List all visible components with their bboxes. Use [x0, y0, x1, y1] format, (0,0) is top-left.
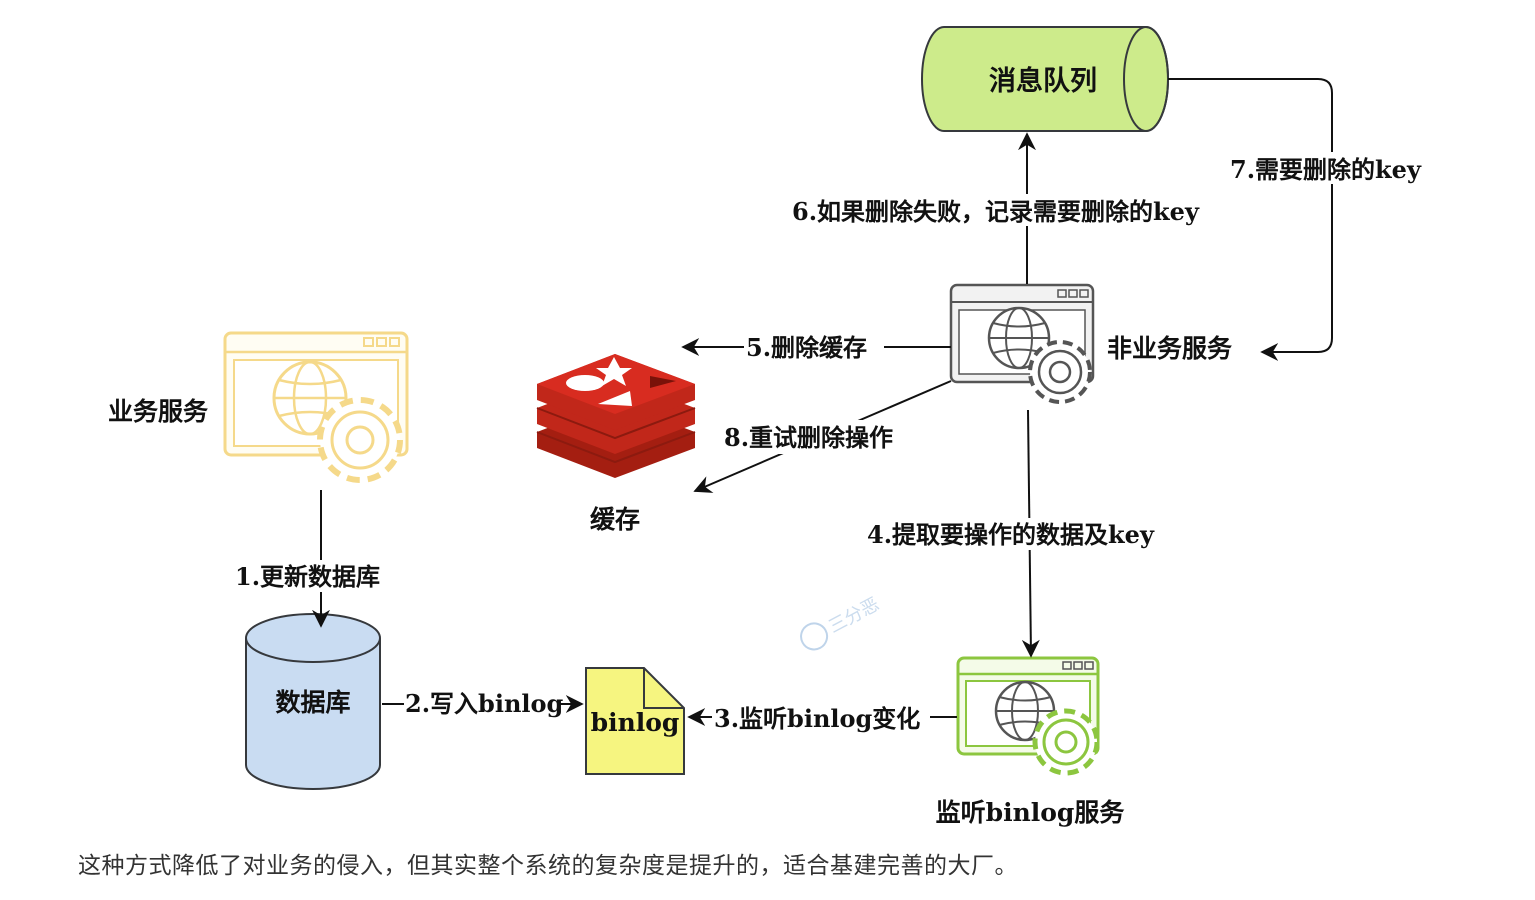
message-queue-label: 消息队列 [989, 65, 1097, 97]
edge-7-label: 7.需要删除的key [1230, 155, 1422, 184]
edge-5-label: 5.删除缓存 [746, 333, 867, 362]
database-label: 数据库 [275, 688, 350, 717]
caption-text: 这种方式降低了对业务的侵入，但其实整个系统的复杂度是提升的，适合基建完善的大厂。 [78, 853, 1018, 879]
edge-3-label: 3.监听binlog变化 [714, 704, 920, 733]
business-service-icon [223, 331, 409, 483]
watermark-text: 三分恶 [825, 594, 883, 638]
edge-2-label: 2.写入binlog [405, 689, 564, 718]
edge-1-label: 1.更新数据库 [235, 562, 380, 591]
message-queue-node: 消息队列 [921, 26, 1169, 132]
edge-4-label: 4.提取要操作的数据及key [867, 520, 1155, 549]
binlog-file-label: binlog [591, 708, 680, 737]
watermark: 三分恶 [800, 594, 883, 651]
binlog-listener-service-icon [956, 656, 1100, 776]
binlog-file-node: binlog [585, 667, 685, 775]
redis-cache-icon [536, 354, 696, 478]
business-service-label: 业务服务 [108, 397, 208, 426]
database-node: 数据库 [245, 613, 381, 790]
binlog-listener-service-label: 监听binlog服务 [936, 798, 1125, 827]
edge-6-label: 6.如果删除失败，记录需要删除的key [792, 197, 1200, 226]
edge-7-line [1168, 78, 1333, 361]
non-business-service-icon [949, 283, 1095, 404]
non-business-service-label: 非业务服务 [1107, 334, 1232, 363]
edge-8-label: 8.重试删除操作 [724, 423, 893, 452]
cache-label: 缓存 [590, 505, 640, 534]
